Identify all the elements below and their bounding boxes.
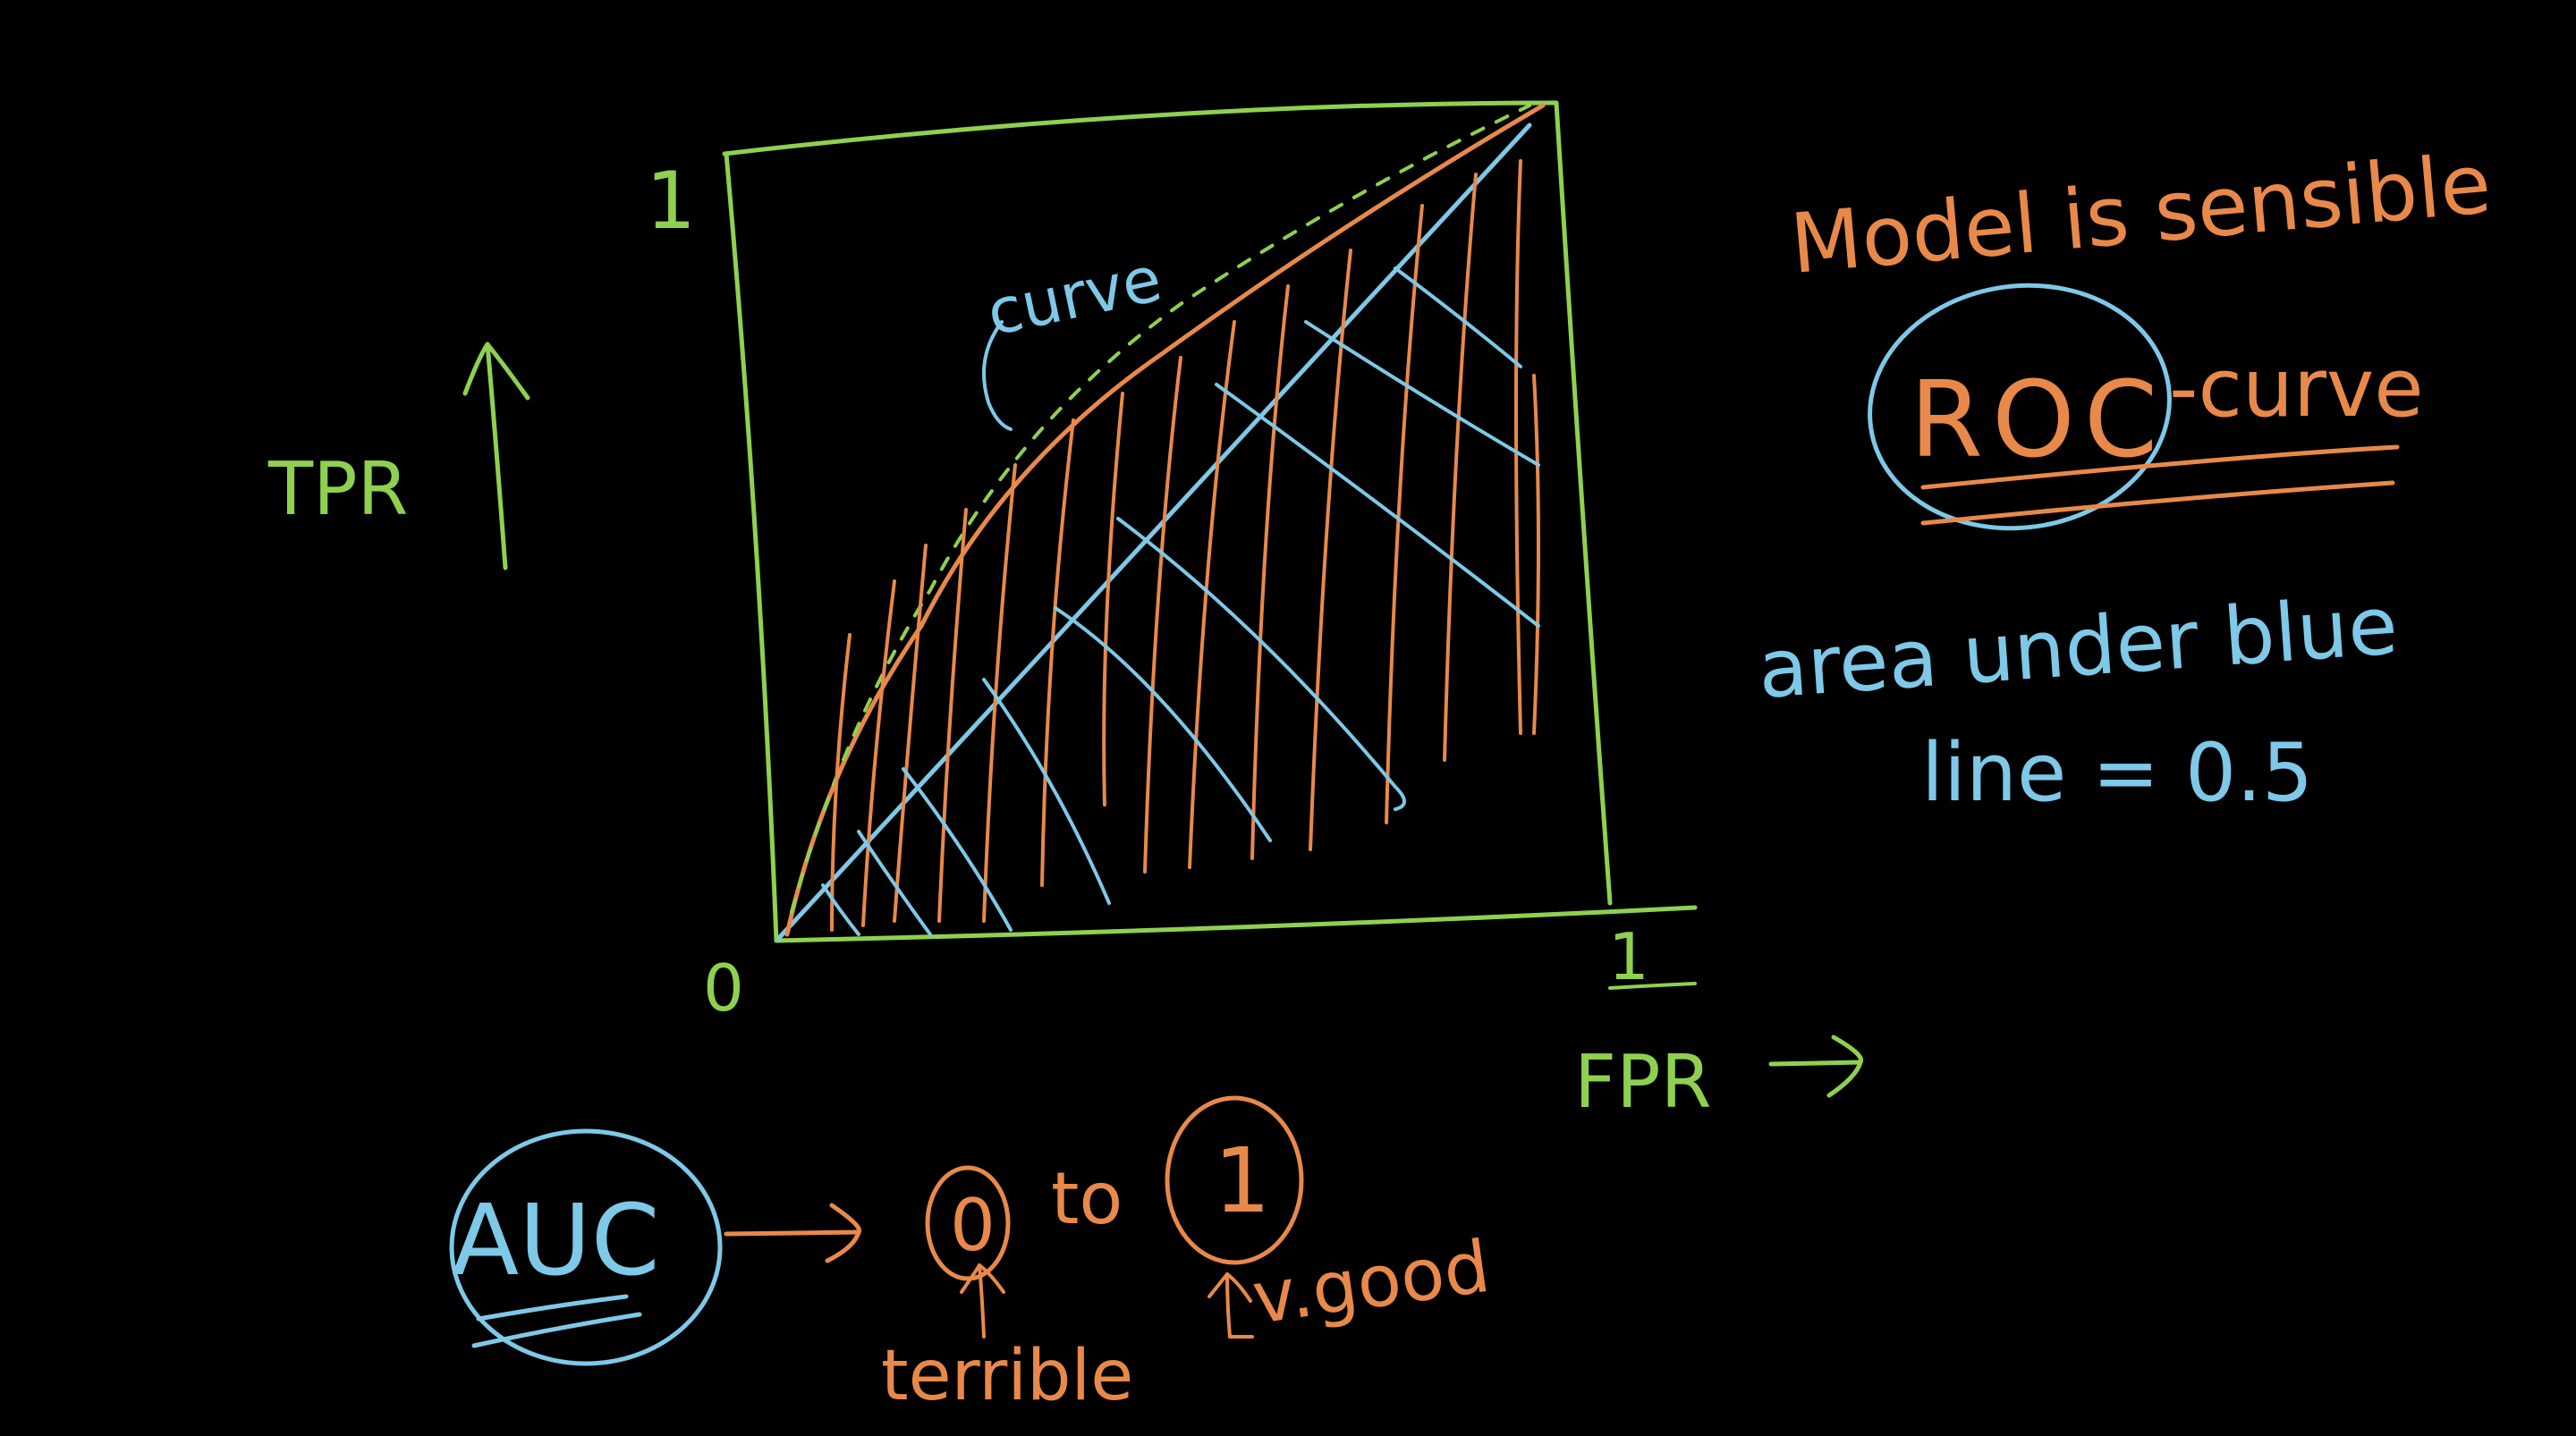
dotted-curve: [790, 104, 1531, 914]
plot-frame: [722, 100, 1698, 943]
area-note-line2: line = 0.5: [1921, 726, 2313, 820]
low-pointer-arrow-icon: [960, 1263, 1005, 1339]
roc-text: ROC: [1910, 358, 2166, 481]
x-axis-title: FPR: [1574, 1040, 1712, 1125]
high-pointer-arrow-icon: [1208, 1272, 1254, 1339]
y-axis-arrow-icon: [462, 342, 530, 570]
plot-frame-right: [1554, 100, 1613, 906]
roc-curve: [784, 103, 1546, 937]
curve-label: curve: [980, 242, 1167, 351]
x-axis-max-underline: [1608, 982, 1697, 990]
auc-low-description: terrible: [881, 1336, 1133, 1416]
area-note-line1: area under blue: [1755, 579, 2401, 717]
auc-label: AUC: [452, 1183, 660, 1297]
y-axis-title: TPR: [267, 447, 409, 532]
auc-arrow-icon: [724, 1203, 862, 1263]
auc-circle: [449, 1128, 723, 1366]
auc-high-description: v.good: [1248, 1225, 1495, 1340]
plot-frame-left: [724, 151, 779, 943]
auc-low-circle: [925, 1165, 1011, 1281]
roc-underline: [1920, 444, 2400, 526]
auc-to-word: to: [1051, 1157, 1123, 1240]
x-axis-max-label: 1: [1608, 919, 1649, 994]
auc-underline: [471, 1294, 642, 1348]
model-sensible-note: Model is sensible: [1787, 136, 2495, 292]
curve-label-bracket: [982, 320, 1013, 431]
plot-frame-top: [722, 100, 1559, 156]
x-axis-line: [774, 905, 1698, 943]
auc-high-value: 1: [1214, 1128, 1271, 1233]
auc-low-value: 0: [950, 1184, 996, 1267]
y-axis-max-label: 1: [646, 155, 696, 247]
origin-label: 0: [703, 950, 744, 1026]
auc-high-circle: [1165, 1095, 1304, 1265]
x-axis-arrow-icon: [1768, 1035, 1864, 1098]
blue-hatching: [821, 266, 1540, 936]
orange-hatching: [830, 159, 1540, 932]
roc-circle: [1868, 283, 2172, 531]
curve-suffix-text: -curve: [2169, 342, 2424, 435]
